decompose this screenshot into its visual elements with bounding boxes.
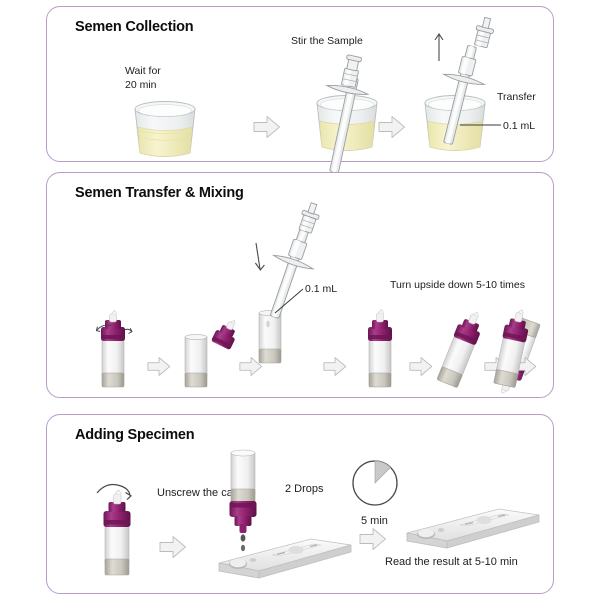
- flow-arrow: [359, 527, 387, 551]
- step-wait-label: Wait for 20 min: [125, 65, 161, 91]
- panel-semen-transfer-mixing: Semen Transfer & Mixing: [46, 172, 554, 398]
- syringe-draw-up-icon: [413, 16, 523, 165]
- step-wait-5min-label: 5 min: [361, 515, 388, 527]
- test-cassette-result-icon: [403, 499, 543, 555]
- test-cassette-icon: [215, 529, 355, 585]
- flow-arrow: [253, 115, 281, 139]
- bottle-open-with-cap-icon: [177, 313, 241, 391]
- timer-clock-icon: [349, 457, 403, 511]
- flow-arrow: [239, 356, 263, 377]
- flow-arrow: [323, 356, 347, 377]
- step-drops-label: 2 Drops: [285, 483, 324, 495]
- step-invert-label: Turn upside down 5-10 times: [390, 279, 526, 291]
- bottle-tilted-icon: [435, 306, 487, 392]
- dispense-volume-callout: 0.1 mL: [305, 283, 338, 295]
- bottle-twist-cap-icon: [87, 309, 139, 391]
- step-stir-label: Stir the Sample: [291, 35, 363, 47]
- bottle-unscrew-icon: [85, 477, 147, 581]
- syringe-into-bottle-icon: [245, 202, 355, 377]
- panel-3-title: Adding Specimen: [75, 427, 195, 443]
- transfer-volume-callout: 0.1 mL: [503, 120, 536, 132]
- bottle-capped-icon: [357, 307, 403, 391]
- flow-arrow: [147, 356, 171, 377]
- panel-adding-specimen: Adding Specimen Unscrew the cap: [46, 414, 554, 594]
- step-transfer-label: Transfer: [497, 91, 536, 103]
- step-read-label: Read the result at 5-10 min: [385, 556, 518, 568]
- bottle-upright-tilted-icon: [483, 306, 543, 392]
- panel-semen-collection: Semen Collection Wait for 20 min: [46, 6, 554, 174]
- flow-arrow: [159, 535, 187, 559]
- syringe-in-cup-icon: [295, 47, 391, 174]
- flow-arrow: [378, 115, 406, 139]
- bottle-dropping-icon: [215, 441, 271, 555]
- panel-1-title: Semen Collection: [75, 19, 194, 35]
- specimen-cup-icon: [129, 99, 201, 161]
- panel-2-title: Semen Transfer & Mixing: [75, 185, 244, 201]
- flow-arrow: [409, 356, 433, 377]
